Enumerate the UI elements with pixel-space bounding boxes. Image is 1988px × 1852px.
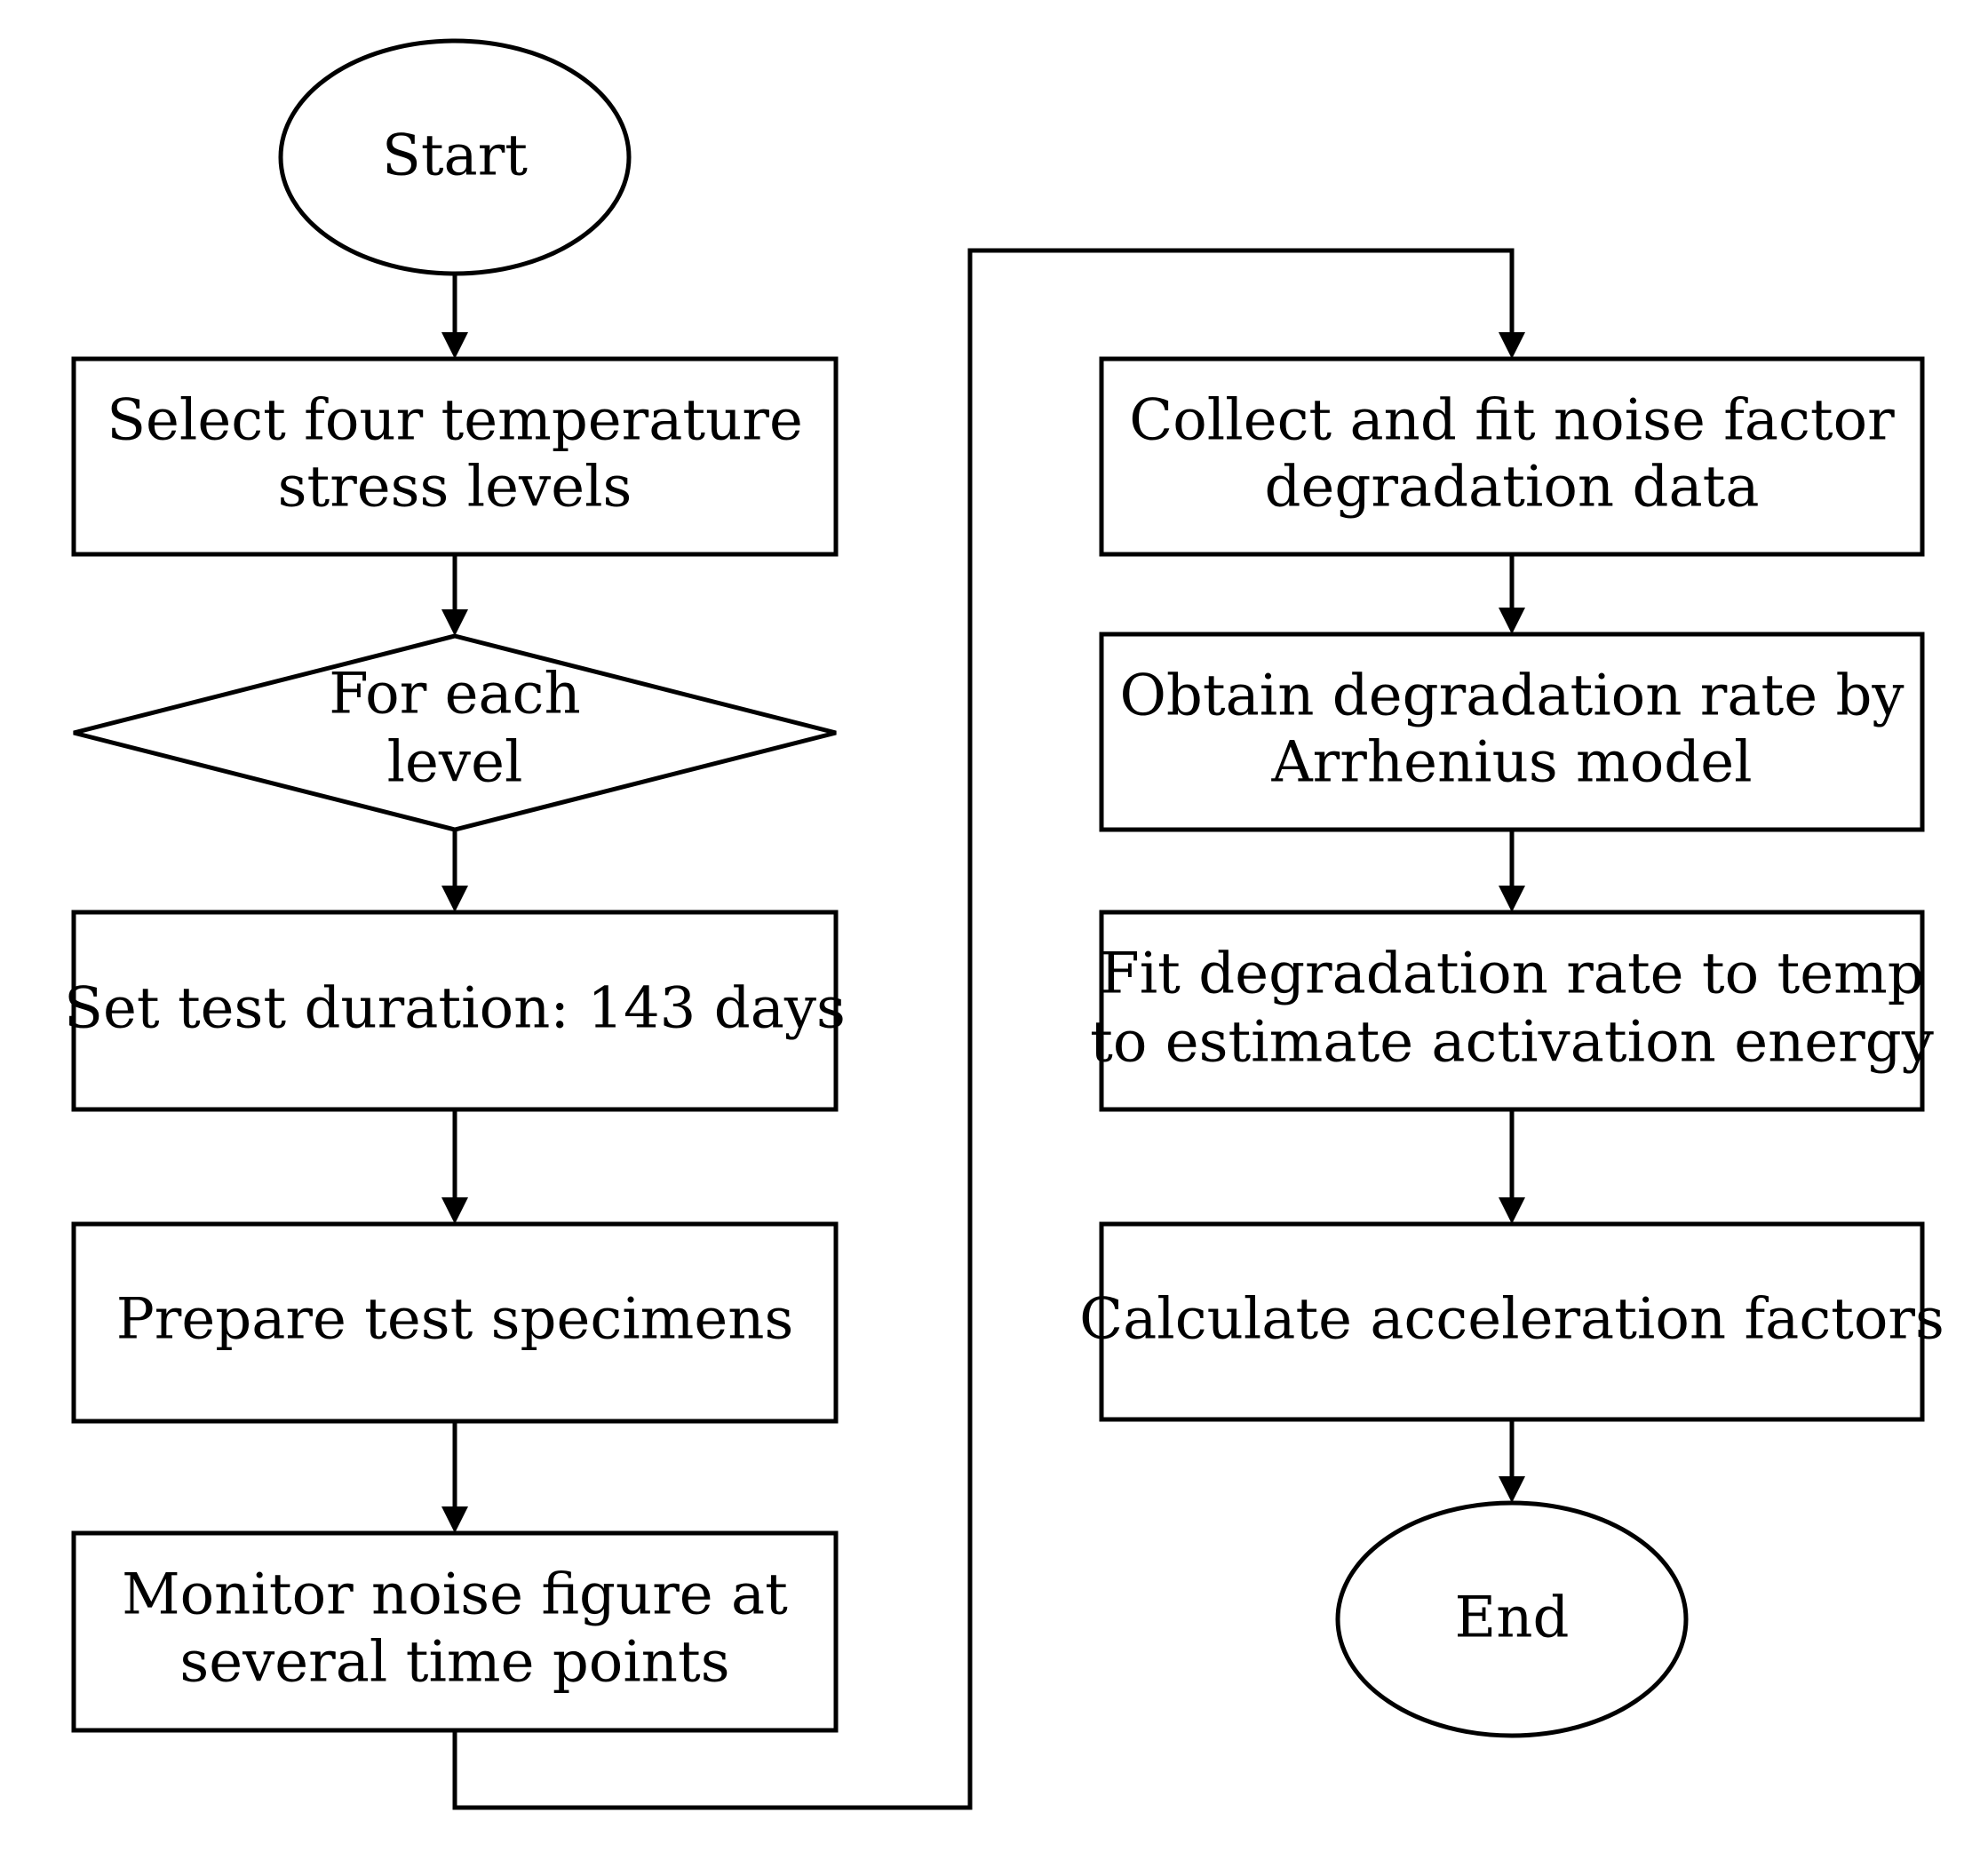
collect-line-2: degradation data <box>1265 455 1760 521</box>
end-label: End <box>1455 1586 1570 1651</box>
node-select-levels: Select four temperature stress levels <box>71 356 839 557</box>
node-start: Start <box>278 38 632 276</box>
arrowhead-collect <box>1499 332 1525 359</box>
node-set-duration: Set test duration: 143 days <box>64 910 846 1112</box>
arrowhead-duration <box>441 886 468 912</box>
arrow-monitor-to-collect <box>452 248 1515 1810</box>
node-end: End <box>1335 1500 1689 1738</box>
select-levels-box <box>71 356 839 557</box>
node-fit: Fit degradation rate to temp to estimate… <box>1090 910 1934 1112</box>
node-obtain: Obtain degradation rate by Arrhenius mod… <box>1099 632 1925 832</box>
arrowhead-end <box>1499 1476 1525 1503</box>
fit-line-2: to estimate activation energy <box>1090 1010 1934 1076</box>
node-collect: Collect and fit noise factor degradation… <box>1099 356 1925 557</box>
monitor-line-2: several time points <box>179 1630 729 1696</box>
prepare-box <box>71 1221 839 1424</box>
set-duration-label: Set test duration: 143 days <box>64 976 846 1042</box>
start-label: Start <box>382 123 528 189</box>
calculate-label: Calculate acceleration factors <box>1079 1287 1944 1353</box>
arrowhead-obtain <box>1499 608 1525 634</box>
fit-box <box>1099 910 1925 1112</box>
node-for-each: For each level <box>73 633 837 832</box>
calculate-box <box>1099 1221 1925 1422</box>
monitor-line-1: Monitor noise figure at <box>122 1562 788 1628</box>
prepare-label: Prepare test specimens <box>116 1287 794 1353</box>
set-duration-box <box>71 910 839 1112</box>
for-each-decision <box>73 633 837 832</box>
end-terminal <box>1335 1500 1689 1738</box>
connectors <box>441 248 1525 1810</box>
obtain-line-1: Obtain degradation rate by <box>1119 664 1904 729</box>
collect-box <box>1099 356 1925 557</box>
fit-line-1: Fit degradation rate to temp <box>1100 942 1923 1007</box>
node-prepare: Prepare test specimens <box>71 1221 839 1424</box>
start-terminal <box>278 38 632 276</box>
arrowhead-calculate <box>1499 1197 1525 1224</box>
arrowhead-foreach <box>441 609 468 636</box>
select-levels-line-2: stress levels <box>278 455 632 521</box>
collect-line-1: Collect and fit noise factor <box>1129 388 1895 454</box>
arrowhead-select <box>441 332 468 359</box>
obtain-line-2: Arrhenius model <box>1270 730 1752 796</box>
for-each-line-1: For each <box>329 662 580 727</box>
node-monitor: Monitor noise figure at several time poi… <box>71 1530 839 1733</box>
arrowhead-monitor <box>441 1506 468 1533</box>
obtain-box <box>1099 632 1925 832</box>
for-each-line-2: level <box>387 730 523 796</box>
arrowhead-prepare <box>441 1197 468 1224</box>
select-levels-line-1: Select four temperature <box>107 388 803 454</box>
node-calculate: Calculate acceleration factors <box>1079 1221 1944 1422</box>
monitor-box <box>71 1530 839 1733</box>
arrowhead-fit <box>1499 886 1525 912</box>
